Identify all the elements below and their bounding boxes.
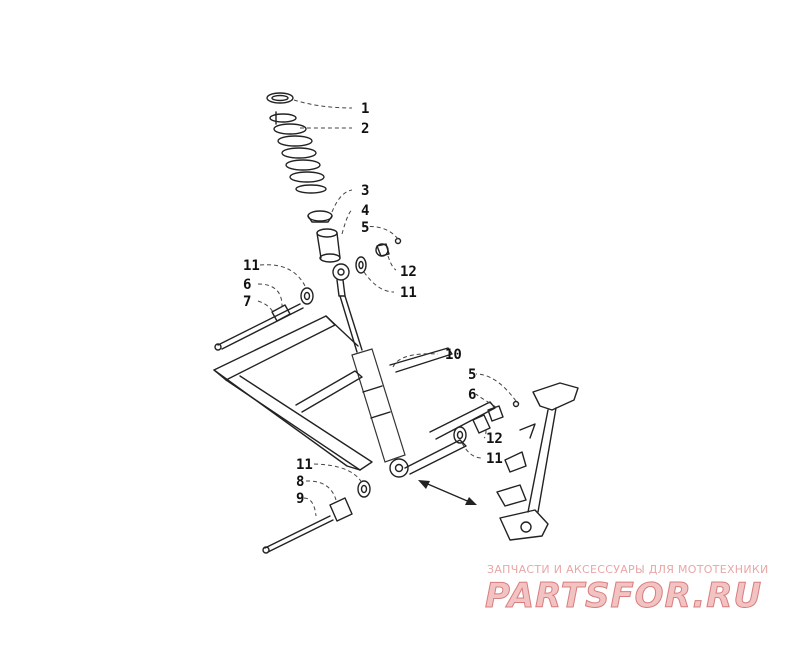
part-a-arm-frame [213, 315, 496, 475]
part-spindle-knuckle [496, 382, 579, 541]
part-lower-bushings [453, 400, 520, 444]
part-spring-seat [307, 210, 333, 223]
callout-12: 12 [486, 431, 503, 447]
callout-12: 12 [400, 264, 417, 280]
callout-3: 3 [361, 183, 369, 199]
callout-6: 6 [243, 277, 251, 293]
callout-11: 11 [486, 451, 503, 467]
part-coil-spring [269, 111, 327, 194]
callout-labels: 1 2 3 4 5 12 11 11 6 7 10 5 6 12 11 11 8… [243, 101, 503, 507]
callout-9: 9 [296, 491, 304, 507]
part-spring-retainer [266, 92, 294, 104]
callout-11: 11 [243, 258, 260, 274]
callout-5: 5 [468, 367, 476, 383]
callout-6: 6 [468, 387, 476, 403]
callout-5: 5 [361, 220, 369, 236]
callout-10: 10 [445, 347, 462, 363]
callout-1: 1 [361, 101, 369, 117]
part-upper-bolt-assembly [214, 287, 314, 351]
part-lower-bolt-assembly [262, 480, 371, 554]
part-upper-bushings [355, 237, 402, 274]
callout-4: 4 [361, 203, 369, 219]
leader-lines [257, 99, 517, 517]
part-bump-stop [316, 228, 341, 263]
watermark-caption: ЗАПЧАСТИ И АКСЕССУАРЫ ДЛЯ МОТОТЕХНИКИ [487, 563, 769, 576]
motion-arrow [418, 480, 477, 505]
callout-2: 2 [361, 121, 369, 137]
watermark-logo: PARTSFOR.RU [484, 576, 763, 617]
callout-11: 11 [296, 457, 313, 473]
part-shock-absorber [332, 263, 409, 478]
callout-11: 11 [400, 285, 417, 301]
callout-7: 7 [243, 294, 251, 310]
callout-8: 8 [296, 474, 304, 490]
